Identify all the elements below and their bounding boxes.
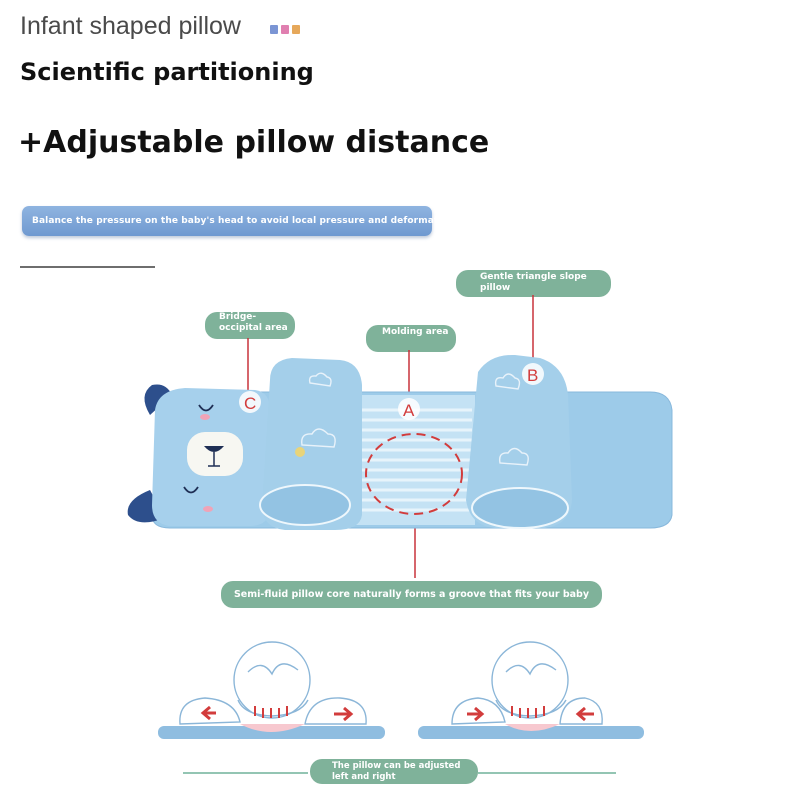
section-divider [20, 266, 155, 268]
cloud-icon [301, 372, 336, 448]
svg-text:A: A [403, 401, 415, 420]
caption-line-right [478, 772, 616, 774]
groove-outline [365, 433, 463, 515]
marker-a: A [398, 398, 420, 420]
marker-b: B [522, 363, 544, 385]
right-roll [466, 354, 572, 528]
arrow-left-icon [200, 705, 216, 721]
arrow-right-icon [467, 706, 485, 722]
callout-triangle-slope: Gentle triangle slope pillow [456, 270, 611, 297]
caption-adjustable: The pillow can be adjusted left and righ… [310, 759, 478, 784]
subtitle: Scientific partitioning [20, 58, 314, 86]
marker-c: C [239, 391, 261, 413]
color-swatches [270, 25, 300, 34]
arrow-left-icon [575, 706, 594, 722]
bear-eye-top [198, 404, 214, 412]
pressure-banner: Balance the pressure on the baby's head … [22, 206, 454, 236]
callout-molding-area: Molding area [366, 325, 456, 352]
bear-ear-top [144, 384, 172, 415]
headline: +Adjustable pillow distance [18, 125, 490, 160]
callout-occipital-area: Bridge-occipital area [205, 312, 295, 339]
swatch-pink [281, 25, 289, 34]
callout-groove: Semi-fluid pillow core naturally forms a… [221, 581, 602, 608]
swatch-blue [270, 25, 278, 34]
swatch-orange [292, 25, 300, 34]
svg-text:C: C [244, 394, 256, 413]
page-title: Infant shaped pillow [20, 12, 241, 40]
caption-line-left [183, 772, 308, 774]
diagram-left [158, 641, 385, 739]
svg-text:B: B [527, 366, 538, 385]
bear-eye-bottom [183, 486, 199, 494]
arrow-right-icon [334, 706, 354, 722]
diagram-right [418, 641, 644, 739]
bear-snout [187, 432, 243, 476]
